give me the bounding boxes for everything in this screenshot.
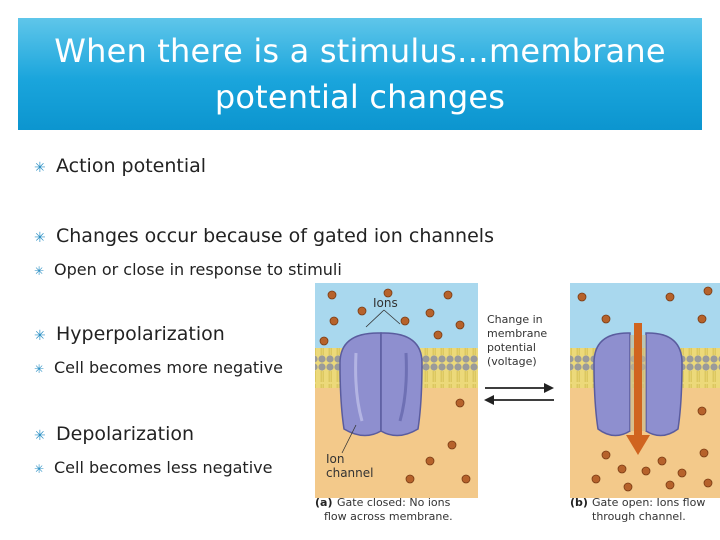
bullet-text: Changes occur because of gated ion chann… (56, 225, 494, 247)
bullet-gated-channels: ✳ Changes occur because of gated ion chan… (34, 225, 494, 247)
sub-bullet-stimuli: ✳ Open or close in response to stimuli (34, 260, 342, 279)
ions-label-group: Ions (365, 296, 401, 328)
bullet-icon: ✳ (34, 230, 46, 246)
caption-a-line2: flow across membrane. (324, 510, 453, 523)
arrow-label-line3: potential (487, 341, 536, 354)
sub-bullet-text: Cell becomes more negative (54, 358, 283, 377)
intracellular-ions-b (591, 406, 713, 492)
ions-label: Ions (373, 296, 398, 310)
title-band (18, 18, 702, 130)
bullet-text: Action potential (56, 155, 207, 177)
bullet-icon: ✳ (34, 428, 46, 444)
caption-a-line1: Gate closed: No ions (337, 496, 451, 509)
bullet-text: Depolarization (56, 423, 195, 445)
sub-bullet-less-negative: ✳ Cell becomes less negative (34, 458, 272, 477)
ion-label: Ion (326, 452, 345, 466)
bullet-text: Hyperpolarization (56, 323, 225, 345)
caption-b-line2: through channel. (592, 510, 686, 523)
ion-channel-label-group: Ion channel (326, 424, 373, 480)
arrow-label-line2: membrane (487, 327, 547, 340)
bullet-icon: ✳ (34, 160, 46, 176)
sub-bullet-text: Open or close in response to stimuli (54, 260, 342, 279)
panel-a-gate-closed: Ions Ion channel (a) Gate closed: No ion… (315, 283, 478, 523)
sub-bullet-icon: ✳ (34, 264, 45, 278)
ion-flow-arrow (626, 323, 650, 455)
extracellular-ions (319, 288, 465, 346)
bullet-depolarization: ✳ Depolarization (34, 423, 194, 445)
title-line-1: When there is a stimulus…membrane (54, 32, 666, 70)
intracellular-ions (405, 398, 471, 484)
caption-b-tag: (b) (570, 496, 588, 509)
sub-bullet-icon: ✳ (34, 362, 45, 376)
arrow-label-line1: Change in (487, 313, 543, 326)
caption-a-tag: (a) (315, 496, 332, 509)
ion-channel-figure: Ions Ion channel (a) Gate closed: No ion… (315, 283, 720, 523)
closed-channel-protein (339, 332, 423, 437)
caption-b-line1: Gate open: Ions flow (592, 496, 705, 509)
bullet-action-potential: ✳ Action potential (34, 155, 206, 177)
sub-bullet-icon: ✳ (34, 462, 45, 476)
panel-b-gate-open: (b) Gate open: Ions flow through channel… (570, 283, 720, 523)
bullet-hyperpolarization: ✳ Hyperpolarization (34, 323, 225, 345)
channel-label: channel (326, 466, 373, 480)
sub-bullet-more-negative: ✳ Cell becomes more negative (34, 358, 283, 377)
voltage-change-arrows: Change in membrane potential (voltage) (484, 313, 554, 405)
title-line-2: potential changes (214, 78, 506, 116)
sub-bullet-text: Cell becomes less negative (54, 458, 273, 477)
extracellular-ions-b (577, 286, 713, 324)
slide-title: When there is a stimulus…membrane potent… (18, 28, 702, 120)
arrow-label-line4: (voltage) (487, 355, 537, 368)
bullet-icon: ✳ (34, 328, 46, 344)
